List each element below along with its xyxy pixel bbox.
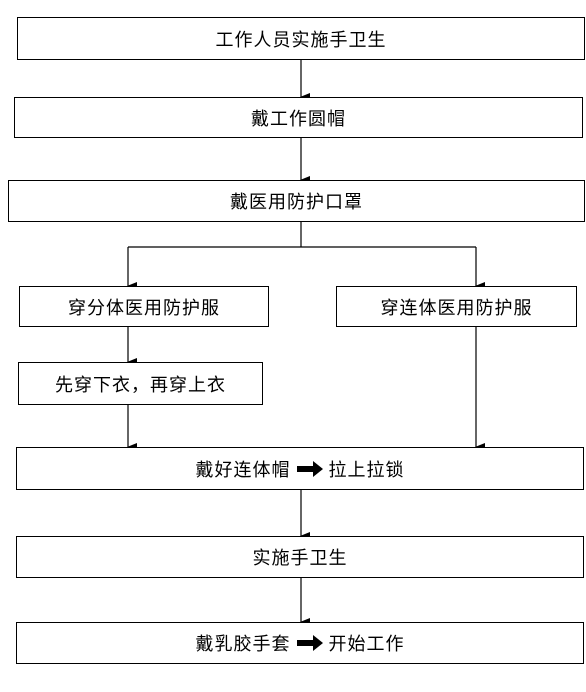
step3-mask: 戴医用防护口罩 — [8, 180, 585, 222]
step1-hand-hygiene: 工作人员实施手卫生 — [17, 17, 585, 60]
step6-label-b: 开始工作 — [328, 634, 405, 655]
step2-cap: 戴工作圆帽 — [14, 97, 583, 138]
step6-label-a: 戴乳胶手套 — [195, 634, 291, 655]
step2-label: 戴工作圆帽 — [251, 108, 346, 130]
step5-hand-hygiene: 实施手卫生 — [16, 536, 584, 578]
branch-left-sub-step: 先穿下衣，再穿上衣 — [18, 362, 263, 405]
step1-label: 工作人员实施手卫生 — [215, 29, 387, 51]
step6-gloves-start: 戴乳胶手套 开始工作 — [16, 622, 584, 664]
right-arrow-icon — [296, 635, 323, 651]
branch-left-sub-label: 先穿下衣，再穿上衣 — [55, 374, 226, 396]
branch-left-label: 穿分体医用防护服 — [68, 297, 220, 319]
branch-right-coverall: 穿连体医用防护服 — [336, 286, 577, 327]
branch-left-separate-suit: 穿分体医用防护服 — [19, 286, 269, 327]
step3-label: 戴医用防护口罩 — [230, 192, 363, 213]
branch-right-label: 穿连体医用防护服 — [380, 297, 533, 319]
step5-label: 实施手卫生 — [252, 548, 348, 569]
step4-hood-zipper: 戴好连体帽 拉上拉锁 — [16, 447, 584, 490]
step4-label-b: 拉上拉锁 — [328, 459, 405, 481]
right-arrow-icon — [296, 460, 323, 477]
step4-label-a: 戴好连体帽 — [195, 459, 291, 481]
